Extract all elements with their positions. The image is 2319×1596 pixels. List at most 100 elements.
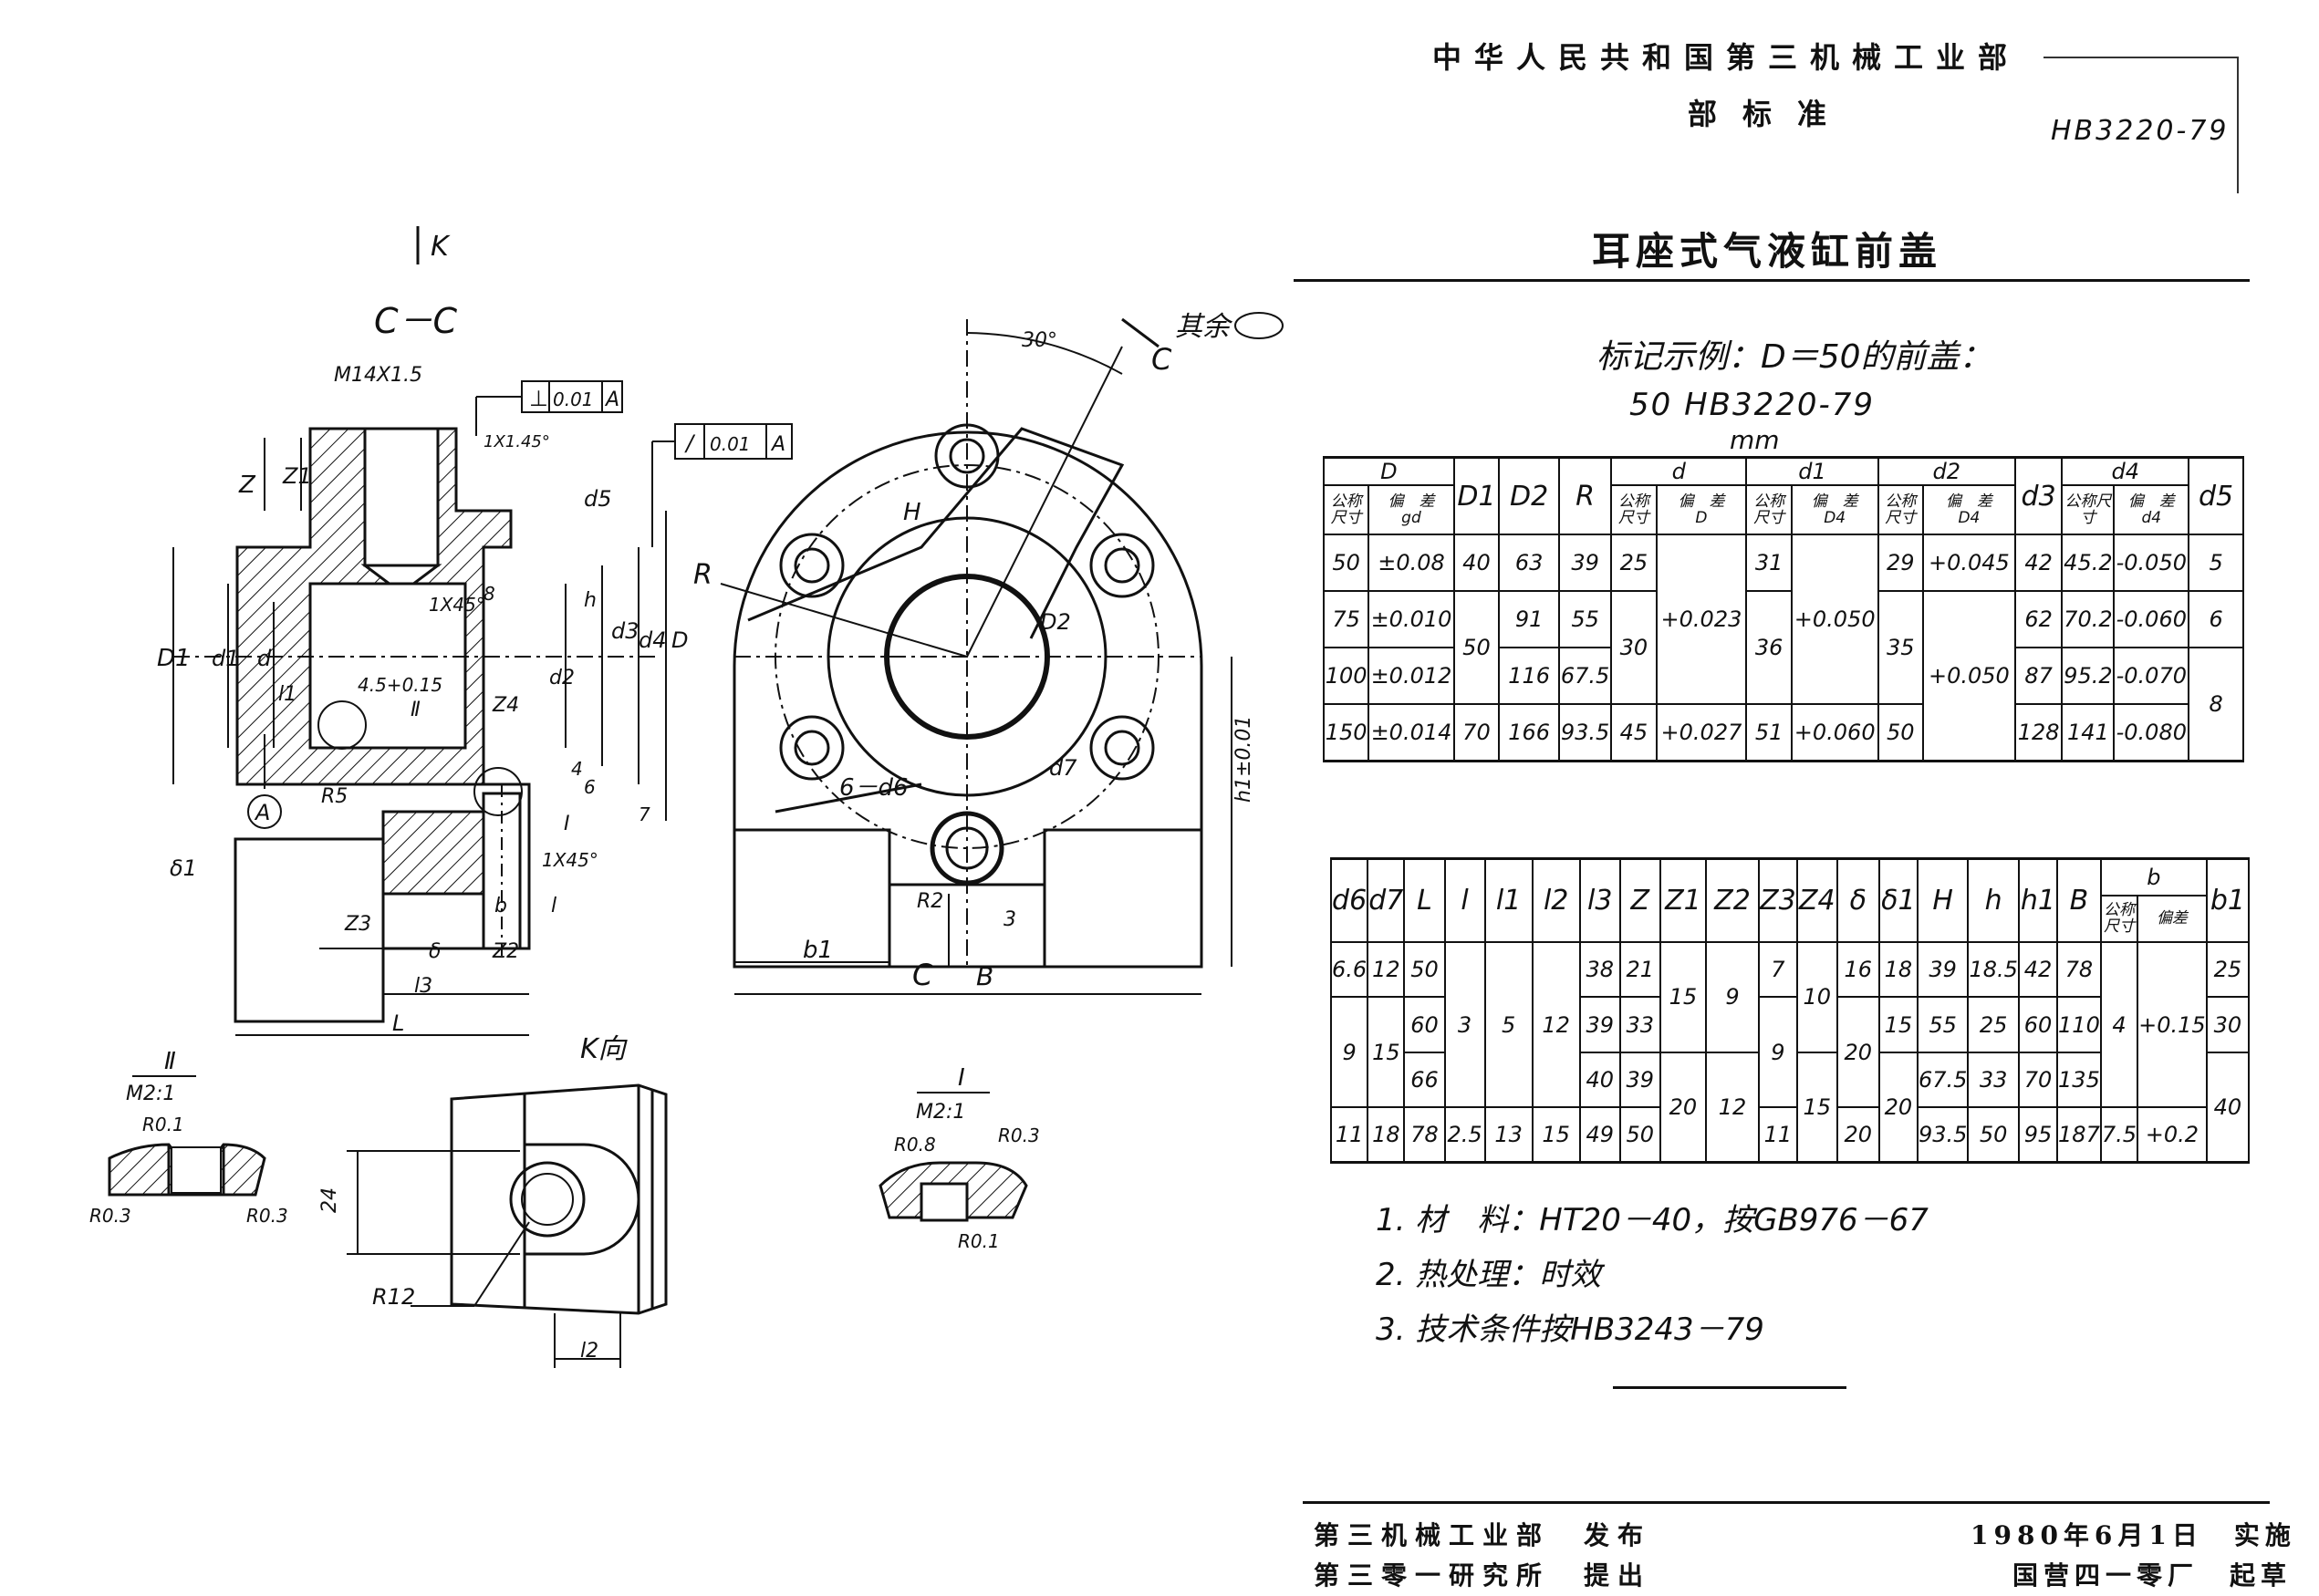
- r12-label: R12: [372, 1284, 415, 1310]
- cell: -0.070: [2113, 647, 2190, 705]
- th-nominal: 公称尺寸: [1877, 484, 1924, 535]
- doc-title: 耳座式气液缸前盖: [1592, 229, 1943, 274]
- cell: 33: [1618, 996, 1661, 1053]
- th-nominal: 公称尺寸: [1745, 484, 1793, 535]
- note-material: 1. 材 料：HT20－40，按GB976－67: [1376, 1202, 1929, 1238]
- th-dev-d4-sym: d4: [2141, 509, 2162, 527]
- chamfer-1: 1X1.45°: [484, 432, 550, 451]
- dim-d2: d2: [549, 667, 575, 689]
- perp-tol: 0.01: [553, 389, 594, 410]
- th-h: h: [1967, 857, 2020, 944]
- th-dev-label: 偏 差: [2127, 492, 2175, 511]
- cell: 2.5: [1443, 1106, 1486, 1164]
- cell: 40: [1578, 1051, 1621, 1109]
- dim-B: B: [976, 961, 993, 991]
- marking-example: 标记示例：D＝50的前盖：: [1596, 338, 1992, 376]
- code-box: HB3220-79: [2043, 57, 2239, 193]
- dim-l3: l3: [414, 975, 432, 998]
- th-d5: d5: [2188, 456, 2244, 535]
- par-datum: A: [770, 433, 785, 456]
- cell: 67.5: [1558, 647, 1613, 705]
- cell: +0.027: [1655, 703, 1748, 762]
- cell: 63: [1498, 534, 1561, 592]
- dim-l2: l2: [580, 1340, 598, 1363]
- dim-6-d6: 6－d6: [839, 774, 909, 802]
- footer-effective: 1980年6月1日 实施: [1971, 1520, 2296, 1550]
- cell: 66: [1403, 1051, 1446, 1109]
- cell: 116: [1498, 647, 1561, 705]
- cell: 50: [1618, 1106, 1661, 1164]
- cell: 11: [1329, 1106, 1369, 1164]
- dim-H: H: [903, 499, 921, 526]
- th-dev-label: 偏 差: [1945, 492, 1992, 511]
- datum-a: A: [254, 800, 270, 825]
- table-dimensions-2: d6 d7 L l l1 l2 l3 Z Z1 Z2 Z3 Z4 δ δ1 H …: [1329, 857, 2251, 1164]
- th-d1: d1: [1745, 456, 1879, 486]
- detail-i: Ⅰ M2:1 R0.8 R0.3 R0.1: [879, 1064, 1040, 1252]
- cell: 11: [1758, 1106, 1798, 1164]
- th-l3: l3: [1578, 857, 1621, 944]
- detail-i-r01: R0.1: [958, 1230, 1000, 1252]
- dim-z2: Z2: [492, 940, 519, 963]
- cell: 50: [1403, 941, 1446, 999]
- k-view-arrow: K: [416, 226, 451, 264]
- cell: 166: [1498, 703, 1561, 762]
- th-b-nominal: 公称尺寸: [2099, 894, 2139, 944]
- footer-issuer: 第三机械工业部 发布: [1314, 1520, 1652, 1550]
- cell: -0.050: [2113, 534, 2190, 592]
- dim-R: R: [693, 559, 712, 591]
- technical-drawing: K C－C M14X1.5 Z Z1 d5: [89, 226, 1284, 1368]
- cell: 25: [1610, 534, 1658, 592]
- marking-designation: 50 HB3220-79: [1629, 387, 1876, 423]
- th-d2: d2: [1877, 456, 2016, 486]
- cell: 91: [1498, 590, 1561, 648]
- dim-h1-tol: h1±0.01: [1232, 716, 1255, 803]
- cell: 4: [2099, 941, 2139, 1109]
- cell: 30: [1610, 590, 1658, 705]
- th-delta: δ: [1835, 857, 1880, 944]
- cell: 12: [1367, 941, 1406, 999]
- k-view: K向 24 R12 l2: [318, 1033, 668, 1368]
- th-dev-label: 偏 差: [1388, 492, 1435, 511]
- th-dev-label: 偏 差: [1811, 492, 1858, 511]
- detail-ii-r01: R0.1: [142, 1114, 184, 1135]
- par-tol: 0.01: [710, 433, 751, 455]
- cell: 51: [1745, 703, 1793, 762]
- th-b-dev: 偏差: [2137, 894, 2208, 944]
- th-nominal: 公称尺寸: [1322, 484, 1370, 535]
- cell: 150: [1322, 703, 1370, 762]
- dim-3: 3: [1004, 908, 1016, 931]
- cell: 6: [2188, 590, 2244, 648]
- th-dev-label: 偏 差: [1678, 492, 1725, 511]
- cell: ±0.014: [1367, 703, 1455, 762]
- cell: 45: [1610, 703, 1658, 762]
- detail-ii-r03a: R0.3: [89, 1205, 131, 1227]
- thread-label: M14X1.5: [334, 364, 422, 387]
- section-cc-view: C－C M14X1.5 Z Z1 d5 D1 d1: [157, 301, 793, 1036]
- cell: 38: [1578, 941, 1621, 999]
- dim-b: b: [494, 895, 507, 917]
- cell: 100: [1322, 647, 1370, 705]
- k-label: K: [431, 231, 451, 263]
- parallelism-frame: / 0.01 A: [651, 423, 793, 547]
- detail-ii: Ⅱ M2:1 R0.1 R0.3 R0.3: [89, 1048, 288, 1227]
- th-H: H: [1916, 857, 1970, 944]
- detail-i-mark: Ⅰ: [564, 813, 570, 835]
- th-b1: b1: [2205, 857, 2251, 944]
- cell: 15: [1531, 1106, 1581, 1164]
- dim-d: d: [257, 646, 272, 671]
- th-b: b: [2099, 857, 2208, 896]
- perpendicularity-frame: ⊥ 0.01 A: [475, 380, 623, 436]
- table-row: 150 ±0.014 70 166 93.5 45 +0.027 51 +0.0…: [1322, 703, 2243, 762]
- cell: 8: [2188, 647, 2244, 762]
- cell: +0.050: [1921, 590, 2016, 762]
- rest-roughness: 其余: [1175, 311, 1233, 343]
- cell: 3: [1443, 941, 1486, 1109]
- cell: -0.080: [2113, 703, 2190, 762]
- cell: 110: [2056, 996, 2102, 1053]
- cell: 78: [2056, 941, 2102, 999]
